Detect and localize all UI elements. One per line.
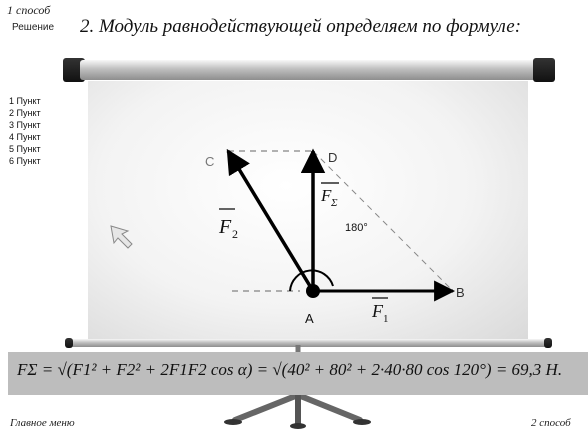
roller-bottom-left-cap [65,338,73,348]
label-f2-letter: F [218,216,232,238]
point-label-b: B [456,285,465,300]
point-label-c: C [205,154,214,169]
label-f1-sub: 1 [383,313,389,325]
label-f1: F 1 [371,297,389,325]
roller-top-right-cap [533,58,555,82]
method-label: 1 способ [7,3,51,17]
label-fsum: F Σ [320,182,339,209]
side-menu-item-6[interactable]: 6 Пункт [9,156,41,166]
angle-arc [289,269,334,292]
method2-link[interactable]: 2 способ [531,417,571,429]
point-label-d: D [328,150,337,165]
side-menu: 1 Пункт 2 Пункт 3 Пункт 4 Пункт 5 Пункт … [9,95,41,167]
point-label-a: A [305,311,314,326]
side-menu-item-2[interactable]: 2 Пункт [9,108,41,118]
dashed-construction-lines [228,150,455,293]
vector-f2 [226,148,315,292]
label-fsum-letter: F [320,186,332,205]
roller-bottom [70,339,548,347]
resultant-formula: FΣ = √(F1² + F2² + 2F1F2 cos α) = √(40² … [17,360,563,379]
origin-point [306,284,320,298]
label-fsum-sub: Σ [330,197,338,209]
side-menu-item-5[interactable]: 5 Пункт [9,144,41,154]
label-f2-sub: 2 [232,227,238,241]
solution-link[interactable]: Решение [12,22,55,33]
main-menu-link[interactable]: Главное меню [10,417,75,429]
side-menu-item-4[interactable]: 4 Пункт [9,132,41,142]
side-menu-item-3[interactable]: 3 Пункт [9,120,41,130]
formula-bar [8,352,588,395]
side-menu-item-1[interactable]: 1 Пункт [9,96,41,106]
angle-label: 180° [345,222,368,234]
roller-top-left-cap [63,58,85,82]
roller-bottom-right-cap [544,338,552,348]
mouse-cursor-icon [110,225,133,249]
roller-top [80,60,538,80]
label-f2: F 2 [218,208,238,241]
page-title: 2. Модуль равнодействующей определяем по… [80,16,522,37]
label-f1-letter: F [371,301,384,321]
